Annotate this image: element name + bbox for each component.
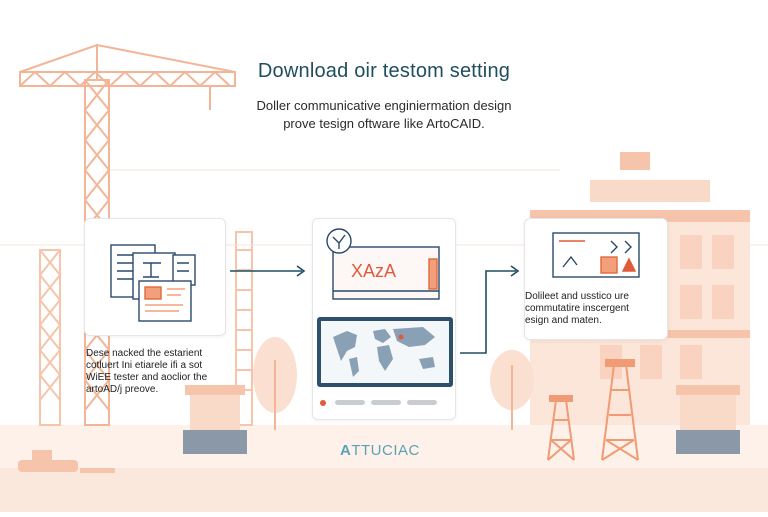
step-1-card (84, 218, 226, 336)
design-app-icon (552, 232, 640, 278)
carousel-dot[interactable] (407, 400, 437, 405)
brand-logo: ATTUCIAC (340, 442, 420, 459)
carousel-dot[interactable] (320, 400, 326, 406)
world-map-icon (333, 327, 435, 377)
document-icon (110, 244, 196, 322)
carousel-dot[interactable] (371, 400, 401, 405)
caption-line: esign and maten. (525, 315, 602, 326)
page-subtitle: Doller communicative enginiermation desi… (0, 97, 768, 133)
screen-text: XAzA (351, 261, 396, 281)
software-window-icon: XAzA (317, 228, 453, 406)
caption-line: Dolileet and usstico ure (525, 291, 629, 302)
scaffold-mid (235, 231, 253, 426)
bush-icon (253, 337, 534, 430)
pillar-left (183, 385, 247, 454)
logo-text: TTUCIAC (351, 442, 420, 459)
caption-line: cotluert Ini etiarele ifi a sot (86, 360, 203, 371)
caption-line: artoAD/j preove. (86, 384, 159, 395)
logo-mark-icon: A (340, 442, 352, 459)
caption-line: WiEE tester and aoclior the (86, 372, 208, 383)
carousel-dot[interactable] (335, 400, 365, 405)
step-2-card: XAzA (312, 218, 456, 420)
bulldozer-icon (18, 450, 115, 473)
subtitle-line: prove tesign oftware like ArtoCAID. (283, 116, 485, 131)
tower-icon (547, 359, 639, 461)
subtitle-line: Doller communicative enginiermation desi… (256, 98, 512, 113)
ground-shadow (0, 468, 768, 512)
scaffold-left (39, 249, 61, 426)
step-3-card: Dolileet and usstico ure commutatire ins… (524, 218, 668, 340)
arrow-icon (230, 265, 520, 354)
step-1-caption: Dese nacked the estarient cotluert Ini e… (86, 348, 207, 396)
caption-line: commutatire inscergent (525, 303, 629, 314)
caption-line: Dese nacked the estarient (86, 348, 203, 359)
pillar-right (676, 385, 740, 454)
map-pin-icon (398, 334, 404, 340)
step-3-caption: Dolileet and usstico ure commutatire ins… (525, 291, 629, 327)
page-title: Download oir testom setting (257, 60, 511, 82)
